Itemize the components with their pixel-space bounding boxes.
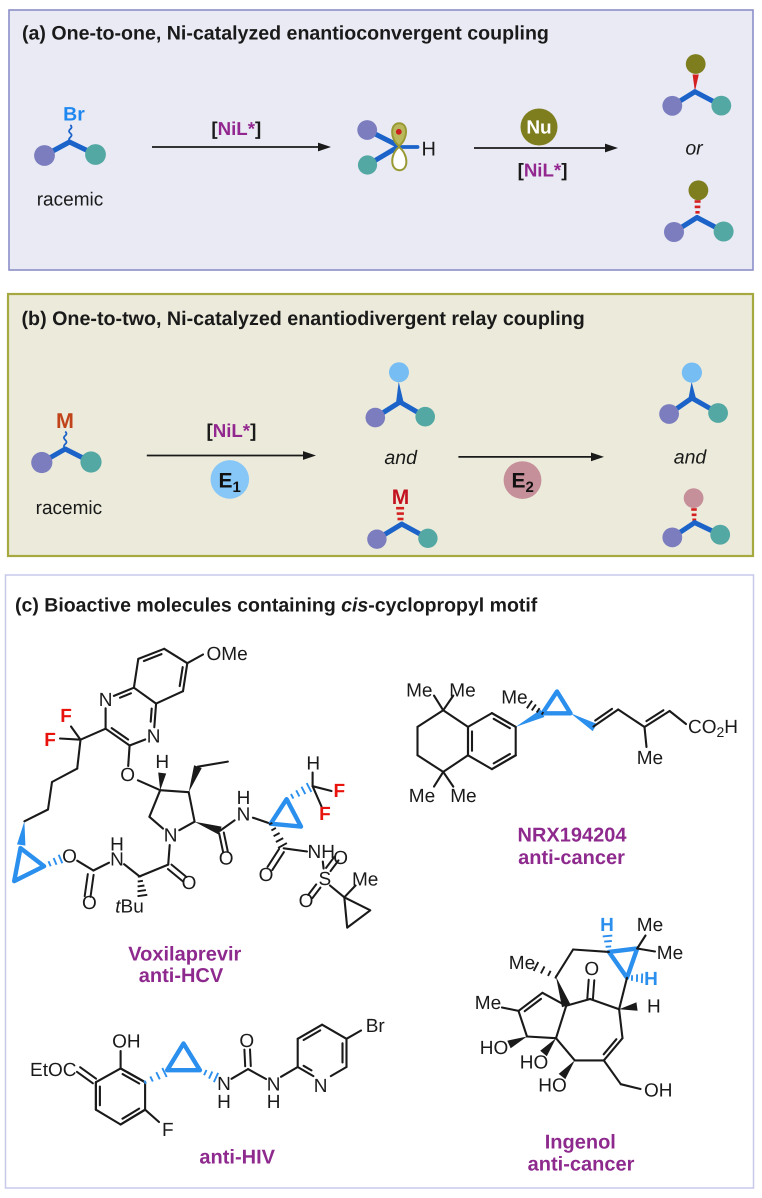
svg-text:H: H	[600, 915, 614, 936]
svg-text:Me: Me	[352, 870, 378, 891]
svg-text:HO: HO	[538, 1076, 567, 1097]
svg-text:O: O	[62, 847, 77, 868]
svg-text:Br: Br	[63, 104, 85, 126]
svg-text:Me: Me	[509, 953, 535, 974]
svg-text:Nu: Nu	[526, 118, 551, 139]
svg-text:HO: HO	[480, 1038, 509, 1059]
svg-text:O: O	[259, 865, 274, 886]
svg-text:O: O	[239, 1031, 254, 1052]
svg-text:[NiL*]: [NiL*]	[211, 118, 261, 139]
svg-text:(a) One-to-one, Ni-catalyzed e: (a) One-to-one, Ni-catalyzed enantioconv…	[22, 23, 549, 45]
svg-text:H: H	[110, 835, 124, 856]
svg-text:N: N	[267, 1074, 281, 1095]
svg-text:O: O	[219, 849, 234, 870]
svg-text:OH: OH	[112, 1032, 141, 1053]
svg-text:F: F	[319, 804, 331, 825]
svg-text:S: S	[318, 869, 331, 890]
svg-text:O: O	[82, 893, 97, 914]
svg-text:E2: E2	[512, 470, 534, 497]
svg-text:Me: Me	[406, 680, 432, 701]
svg-text:Voxilaprevir: Voxilaprevir	[128, 944, 241, 966]
svg-text:H: H	[647, 997, 661, 1018]
svg-text:F: F	[44, 730, 56, 751]
svg-text:O: O	[182, 873, 197, 894]
svg-text:NRX194204: NRX194204	[518, 825, 628, 847]
svg-text:N: N	[99, 690, 113, 711]
svg-text:N: N	[110, 849, 124, 870]
svg-text:F: F	[60, 706, 72, 727]
svg-text:Me: Me	[501, 687, 527, 708]
svg-text:CO2H: CO2H	[688, 717, 738, 740]
svg-text:N: N	[314, 1076, 328, 1097]
svg-text:and: and	[674, 447, 708, 469]
svg-text:F: F	[162, 1120, 174, 1141]
svg-text:NH: NH	[307, 842, 334, 863]
svg-text:Me: Me	[637, 915, 663, 936]
svg-text:O: O	[333, 848, 348, 869]
svg-text:Br: Br	[366, 1016, 386, 1037]
svg-text:anti-cancer: anti-cancer	[528, 1154, 635, 1176]
svg-text:racemic: racemic	[37, 190, 104, 211]
svg-text:H: H	[217, 1092, 231, 1113]
svg-text:anti-HCV: anti-HCV	[139, 965, 224, 987]
svg-text:Me: Me	[657, 943, 683, 964]
svg-text:EtOC: EtOC	[30, 1060, 76, 1081]
svg-text:Me: Me	[449, 680, 475, 701]
svg-text:Ingenol: Ingenol	[545, 1132, 616, 1154]
svg-text:racemic: racemic	[36, 498, 103, 519]
svg-text:O: O	[584, 959, 599, 980]
svg-text:[NiL*]: [NiL*]	[206, 420, 256, 441]
svg-text:H: H	[267, 1092, 281, 1113]
svg-text:anti-cancer: anti-cancer	[518, 847, 625, 869]
svg-text:HO: HO	[520, 1053, 549, 1074]
svg-text:H: H	[644, 969, 658, 990]
svg-text:H: H	[155, 752, 169, 773]
svg-text:H: H	[422, 139, 436, 161]
svg-text:(c) Bioactive molecules contai: (c) Bioactive molecules containing cis-c…	[15, 595, 538, 617]
svg-text:or: or	[685, 138, 704, 160]
svg-text:H: H	[306, 754, 320, 775]
svg-text:anti-HIV: anti-HIV	[199, 1147, 275, 1169]
svg-text:Me: Me	[637, 748, 663, 769]
svg-text:N: N	[147, 727, 161, 748]
svg-text:M: M	[56, 409, 74, 433]
svg-text:E1: E1	[219, 470, 241, 497]
svg-text:M: M	[392, 486, 410, 509]
svg-text:(b) One-to-two, Ni-catalyzed e: (b) One-to-two, Ni-catalyzed enantiodive…	[22, 308, 585, 330]
svg-text:tBu: tBu	[115, 897, 144, 918]
svg-text:F: F	[333, 781, 345, 802]
svg-text:Me: Me	[450, 786, 476, 807]
svg-text:[NiL*]: [NiL*]	[518, 160, 568, 181]
svg-text:N: N	[164, 826, 178, 847]
svg-text:O: O	[299, 891, 314, 912]
svg-text:N: N	[237, 805, 251, 826]
svg-text:OH: OH	[644, 1081, 673, 1102]
svg-text:H: H	[237, 788, 251, 809]
svg-text:Me: Me	[409, 786, 435, 807]
svg-text:Me: Me	[475, 993, 501, 1014]
svg-text:OMe: OMe	[207, 644, 248, 665]
svg-text:O: O	[120, 765, 135, 786]
svg-text:N: N	[217, 1074, 231, 1095]
svg-text:and: and	[384, 447, 418, 469]
